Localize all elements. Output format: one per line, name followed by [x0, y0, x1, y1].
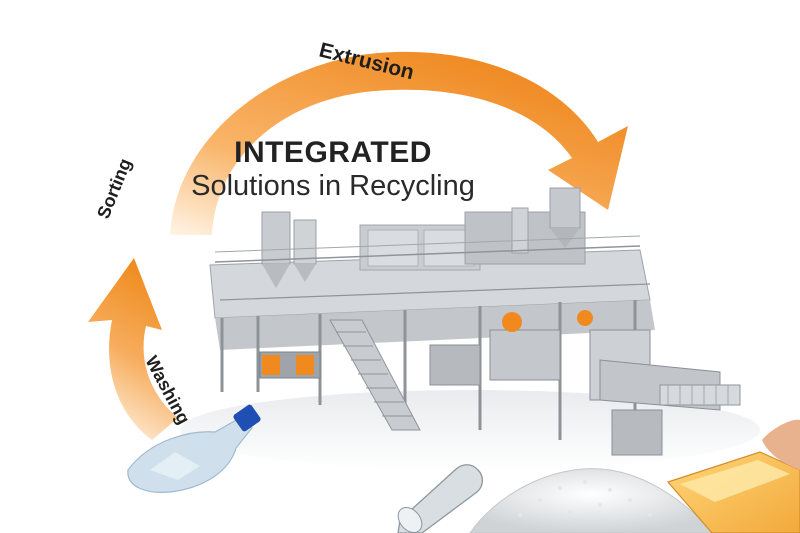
plastic-pellets: [469, 468, 713, 533]
food-tray-package: [666, 419, 800, 533]
recycling-plant-machinery: [209, 187, 741, 456]
headline-title: INTEGRATED: [234, 136, 432, 169]
step-label-sorting: Sorting: [93, 156, 135, 222]
crushed-plastic-bottle: [127, 404, 261, 493]
cycle-arrow-washing: [88, 258, 178, 440]
cycle-arrow-main: [170, 51, 628, 235]
pet-preform: [397, 464, 484, 533]
headline: INTEGRATED Solutions in Recycling: [168, 136, 498, 202]
headline-subtitle: Solutions in Recycling: [191, 170, 475, 202]
